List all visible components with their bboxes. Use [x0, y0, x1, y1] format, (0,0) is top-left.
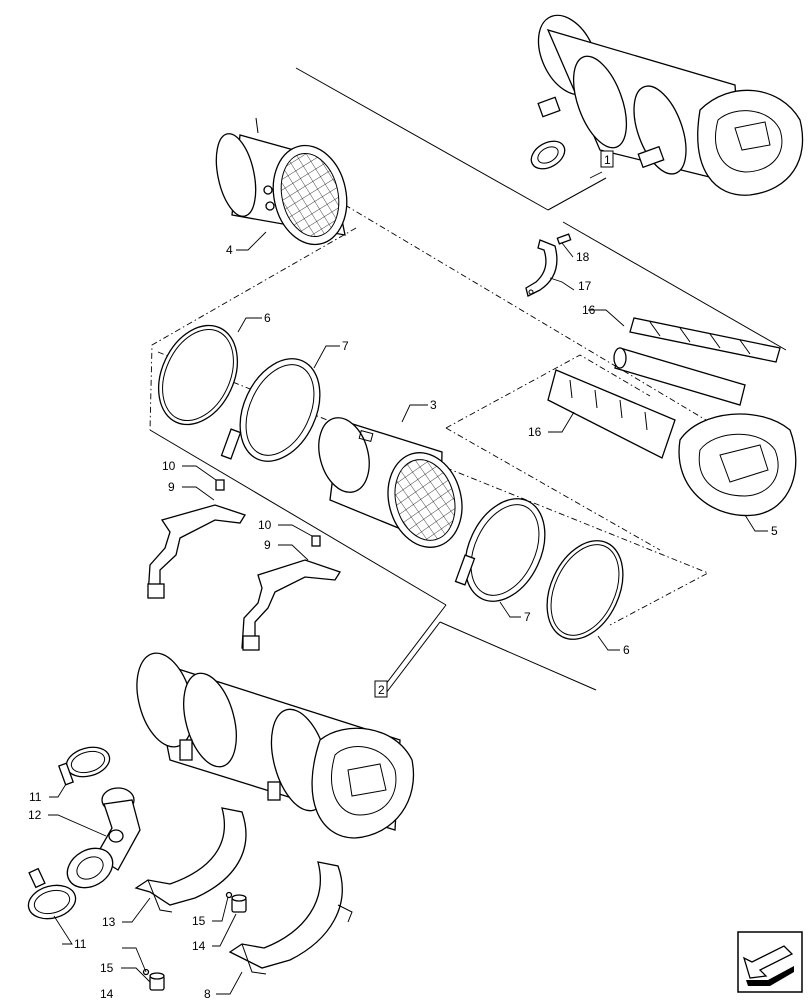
callout-12: 12: [28, 808, 42, 822]
callout-14-lower: 14: [100, 987, 114, 1000]
complete-assembly-top: [530, 14, 804, 196]
part-14-spacer-upper: [231, 894, 247, 913]
callout-labels: 1 2 3 4 5 6 6 7 7 8 9 9 10 10 11 11 12 1…: [28, 150, 778, 1000]
callout-10-right: 10: [258, 518, 272, 532]
part-5-end-cap: [678, 413, 797, 517]
callout-10-left: 10: [162, 459, 176, 473]
part-11-clamp-lower: [27, 867, 77, 920]
callout-1: 1: [604, 153, 611, 167]
callout-4: 4: [226, 243, 233, 257]
callout-7-right: 7: [524, 610, 531, 624]
part-16-heat-shield-tube: [613, 347, 746, 406]
callout-13: 13: [102, 915, 116, 929]
callout-7-left: 7: [342, 339, 349, 353]
part-8-cradle: [228, 861, 353, 975]
callout-3: 3: [430, 398, 437, 412]
part-16-heat-shield-upper: [629, 317, 781, 363]
part-14-spacer-lower: [149, 972, 165, 991]
part-10-bolt-left: [215, 479, 225, 491]
callout-16-upper: 16: [582, 303, 596, 317]
callout-11-lower: 11: [74, 937, 87, 951]
part-12-elbow-pipe: [66, 787, 141, 889]
callout-5: 5: [771, 524, 778, 538]
part-3-filter-element: [318, 417, 463, 548]
callout-15-lower: 15: [100, 961, 114, 975]
part-9-strap-left: [147, 504, 246, 599]
part-9-strap-right: [241, 559, 341, 651]
frame-lines: [149, 67, 787, 698]
callout-6-left: 6: [264, 311, 271, 325]
callout-17: 17: [578, 279, 592, 293]
callout-9-left: 9: [168, 480, 175, 494]
part-6-gasket-left: [158, 324, 238, 426]
part-18-bolt: [556, 233, 572, 245]
callout-2-box: [374, 680, 388, 698]
assembly-axis: [149, 204, 710, 626]
callout-2: 2: [378, 683, 385, 697]
callout-11-upper: 11: [29, 790, 42, 804]
part-11-clamp-upper: [57, 746, 111, 786]
part-7-clamp-right: [454, 498, 546, 602]
part-17-bracket: [525, 239, 558, 297]
part-4-filter-section: [215, 117, 348, 246]
arrow-nav-icon[interactable]: [737, 931, 803, 993]
callout-1-box: [600, 150, 614, 168]
leader-lines: [48, 171, 768, 995]
callout-9-right: 9: [264, 538, 271, 552]
callout-18: 18: [576, 250, 590, 264]
part-7-clamp-left: [220, 358, 321, 462]
callout-14-upper: 14: [192, 939, 206, 953]
callout-8: 8: [204, 987, 211, 1000]
part-15-washer-upper: [225, 891, 233, 899]
part-13-cradle: [134, 807, 247, 913]
part-6-gasket-right: [546, 540, 624, 640]
callout-15-upper: 15: [192, 914, 206, 928]
complete-assembly-bottom: [136, 652, 414, 839]
part-10-bolt-right: [311, 535, 321, 547]
callout-6-right: 6: [623, 643, 630, 657]
part-16-heat-shield-lower: [547, 369, 676, 459]
callout-16-lower: 16: [528, 425, 542, 439]
